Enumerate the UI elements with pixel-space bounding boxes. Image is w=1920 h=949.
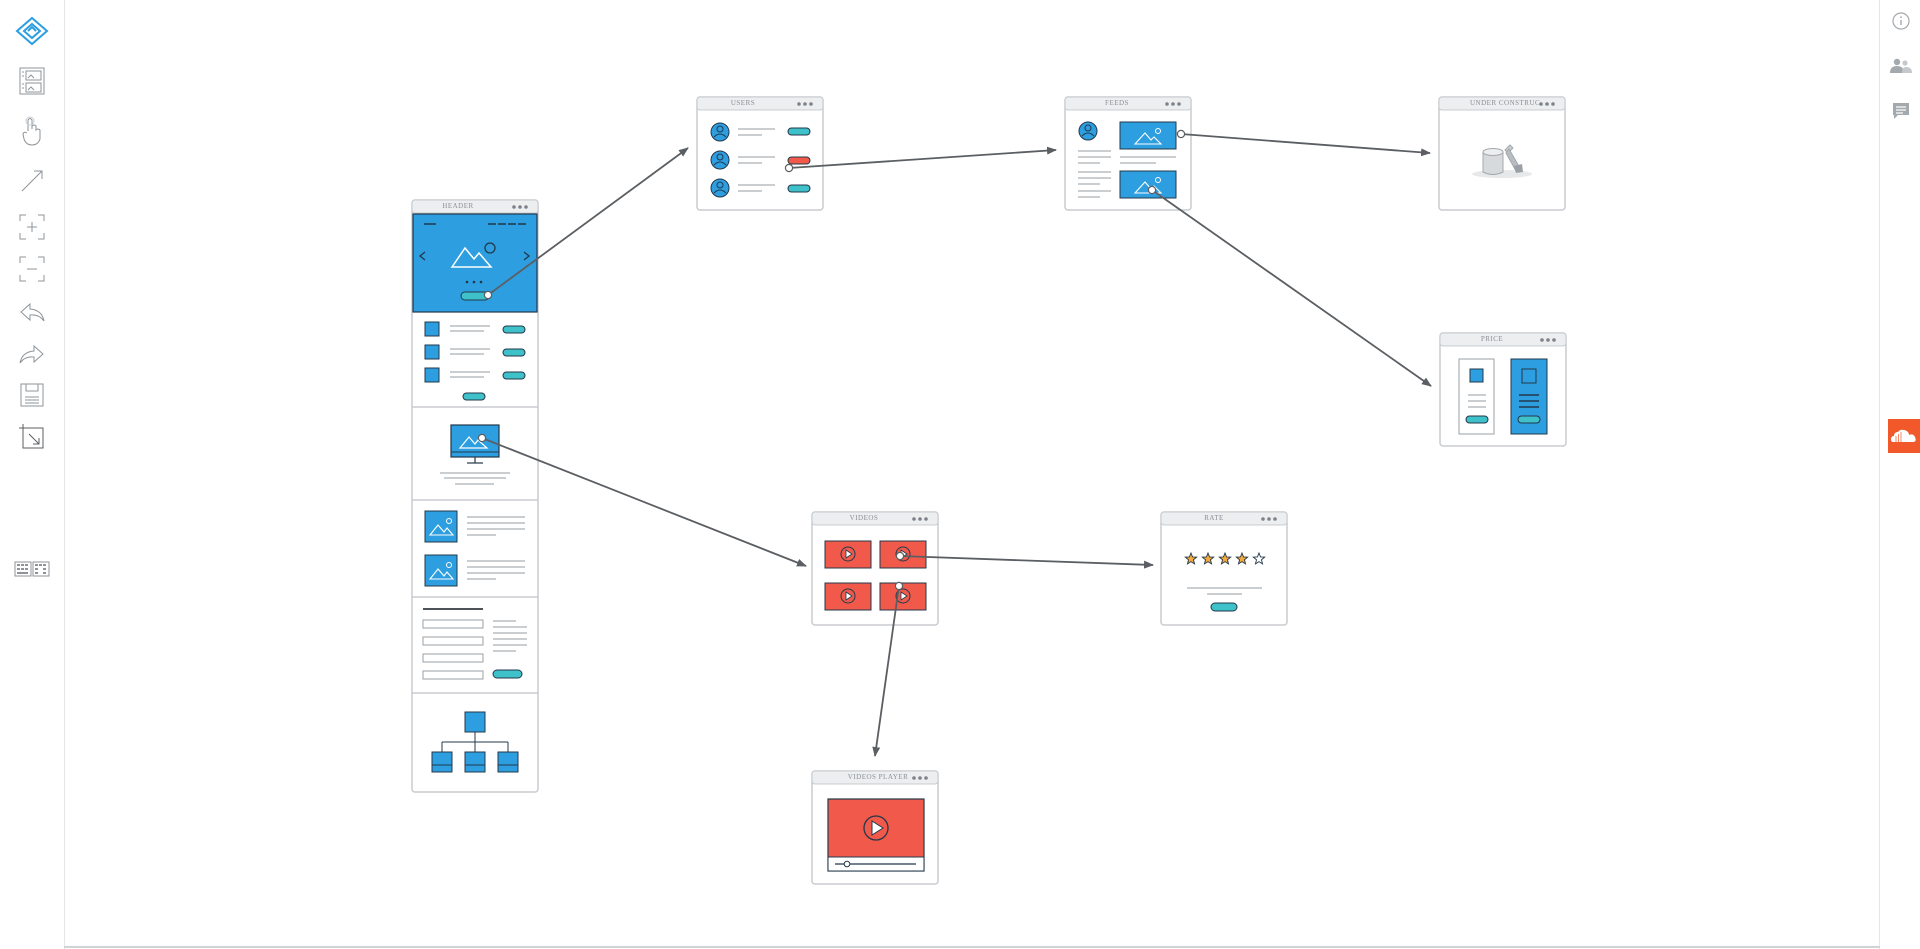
screen-feeds[interactable] <box>1064 96 1192 211</box>
connector-handles[interactable] <box>477 129 1186 591</box>
star-empty-icon <box>1252 551 1266 565</box>
arrow-link-icon[interactable] <box>12 164 52 198</box>
left-toolbar <box>0 0 65 949</box>
connector-header-users <box>487 147 689 296</box>
save-icon[interactable] <box>12 378 52 412</box>
window-dots-icon <box>1165 102 1181 106</box>
video-player <box>827 798 925 872</box>
screen-videos-player[interactable] <box>811 770 939 885</box>
screen-title-videos: VIDEOS <box>849 514 879 522</box>
price-plan-basic <box>1458 358 1495 435</box>
star-filled-icon <box>1235 551 1249 565</box>
redo-icon[interactable] <box>12 337 52 371</box>
window-dots-icon <box>1539 102 1555 106</box>
user-avatar-icon <box>710 122 730 198</box>
connector-videos-rate <box>899 555 1154 569</box>
zoom-in-icon[interactable] <box>12 210 52 244</box>
keyboard-icon[interactable] <box>12 552 52 586</box>
price-plan-premium <box>1510 358 1548 435</box>
screen-title-under-construction: UNDER CONSTRUCTION <box>1470 99 1540 107</box>
connector-header-videos <box>481 437 807 567</box>
rating-stars <box>1184 551 1266 565</box>
users-icon[interactable] <box>1886 51 1916 81</box>
connector-videos-player <box>872 585 900 757</box>
window-dots-icon <box>512 205 528 209</box>
screen-title-header: HEADER <box>442 202 474 210</box>
window-dots-icon <box>797 102 813 106</box>
screen-header[interactable] <box>411 199 539 793</box>
paint-bucket-brush-icon <box>1472 144 1532 178</box>
image-rows-section <box>424 510 525 587</box>
list-section <box>424 321 526 401</box>
screen-title-feeds: FEEDS <box>1105 99 1129 107</box>
right-toolbar <box>1879 0 1920 949</box>
resize-canvas-icon[interactable] <box>12 420 52 454</box>
window-dots-icon <box>1261 517 1277 521</box>
form-section <box>422 608 527 680</box>
screen-rate[interactable] <box>1160 511 1288 626</box>
hero-slider <box>412 213 538 313</box>
screen-title-videos-player: VIDEOS PLAYER <box>847 773 909 781</box>
flow-connectors <box>481 133 1432 757</box>
screens-icon[interactable] <box>12 64 52 98</box>
window-dots-icon <box>1540 338 1556 342</box>
comments-icon[interactable] <box>1886 96 1916 126</box>
zoom-out-icon[interactable] <box>12 252 52 286</box>
connector-users-feeds <box>788 146 1057 169</box>
sitemap-section <box>431 711 519 773</box>
star-filled-icon <box>1218 551 1232 565</box>
undo-icon[interactable] <box>12 295 52 329</box>
star-filled-icon <box>1201 551 1215 565</box>
window-dots-icon <box>912 776 928 780</box>
screen-videos[interactable] <box>811 511 939 626</box>
screen-users[interactable] <box>696 96 824 211</box>
hand-pointer-icon[interactable] <box>12 114 52 148</box>
screen-title-rate: RATE <box>1204 514 1224 522</box>
screen-price[interactable] <box>1439 332 1567 447</box>
star-filled-icon <box>1184 551 1198 565</box>
logo-icon[interactable] <box>12 14 52 48</box>
info-icon[interactable] <box>1886 6 1916 36</box>
soundcloud-icon[interactable] <box>1888 419 1920 453</box>
feed-avatar-icon <box>1078 121 1098 141</box>
connector-feeds-price <box>1151 189 1432 387</box>
canvas-boundary <box>64 946 1880 948</box>
screen-title-price: PRICE <box>1480 335 1504 343</box>
screen-under-construction[interactable] <box>1438 96 1566 211</box>
screen-title-users: USERS <box>730 99 756 107</box>
window-dots-icon <box>912 517 928 521</box>
connector-feeds-construction <box>1180 133 1431 157</box>
